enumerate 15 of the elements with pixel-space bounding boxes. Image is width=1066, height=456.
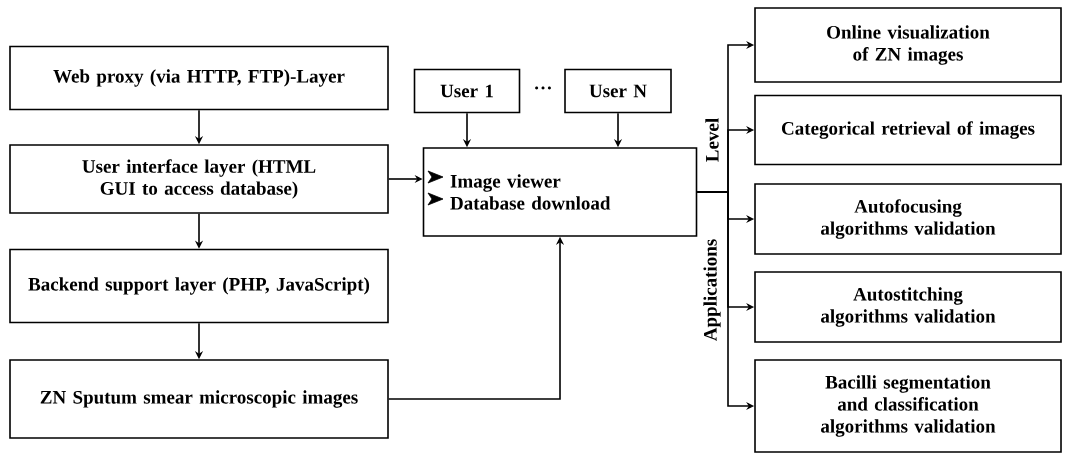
process-box: Categorical retrieval of images: [754, 94, 1062, 166]
process-box: User N: [564, 68, 672, 114]
ellipsis: …: [535, 86, 551, 90]
process-box: Autostitching algorithms validation: [754, 271, 1062, 343]
process-box: User interface layer (HTML GUI to access database): [9, 144, 389, 214]
process-box: Autofocusing algorithms validation: [754, 183, 1062, 255]
axis-label: Level: [705, 118, 719, 162]
process-box: Backend support layer (PHP, JavaScript): [9, 248, 389, 324]
process-box: User 1: [413, 68, 521, 114]
process-box: ZN Sputum smear microscopic images: [9, 359, 389, 439]
axis-label: Applications: [703, 239, 721, 341]
process-box: Online visualization of ZN images: [754, 7, 1062, 83]
process-box: Bacilli segmentation and classification algorithms validation: [754, 359, 1062, 453]
process-box: Web proxy (via HTTP, FTP)-Layer: [9, 45, 389, 111]
process-box: Image viewer Database download: [422, 147, 698, 237]
